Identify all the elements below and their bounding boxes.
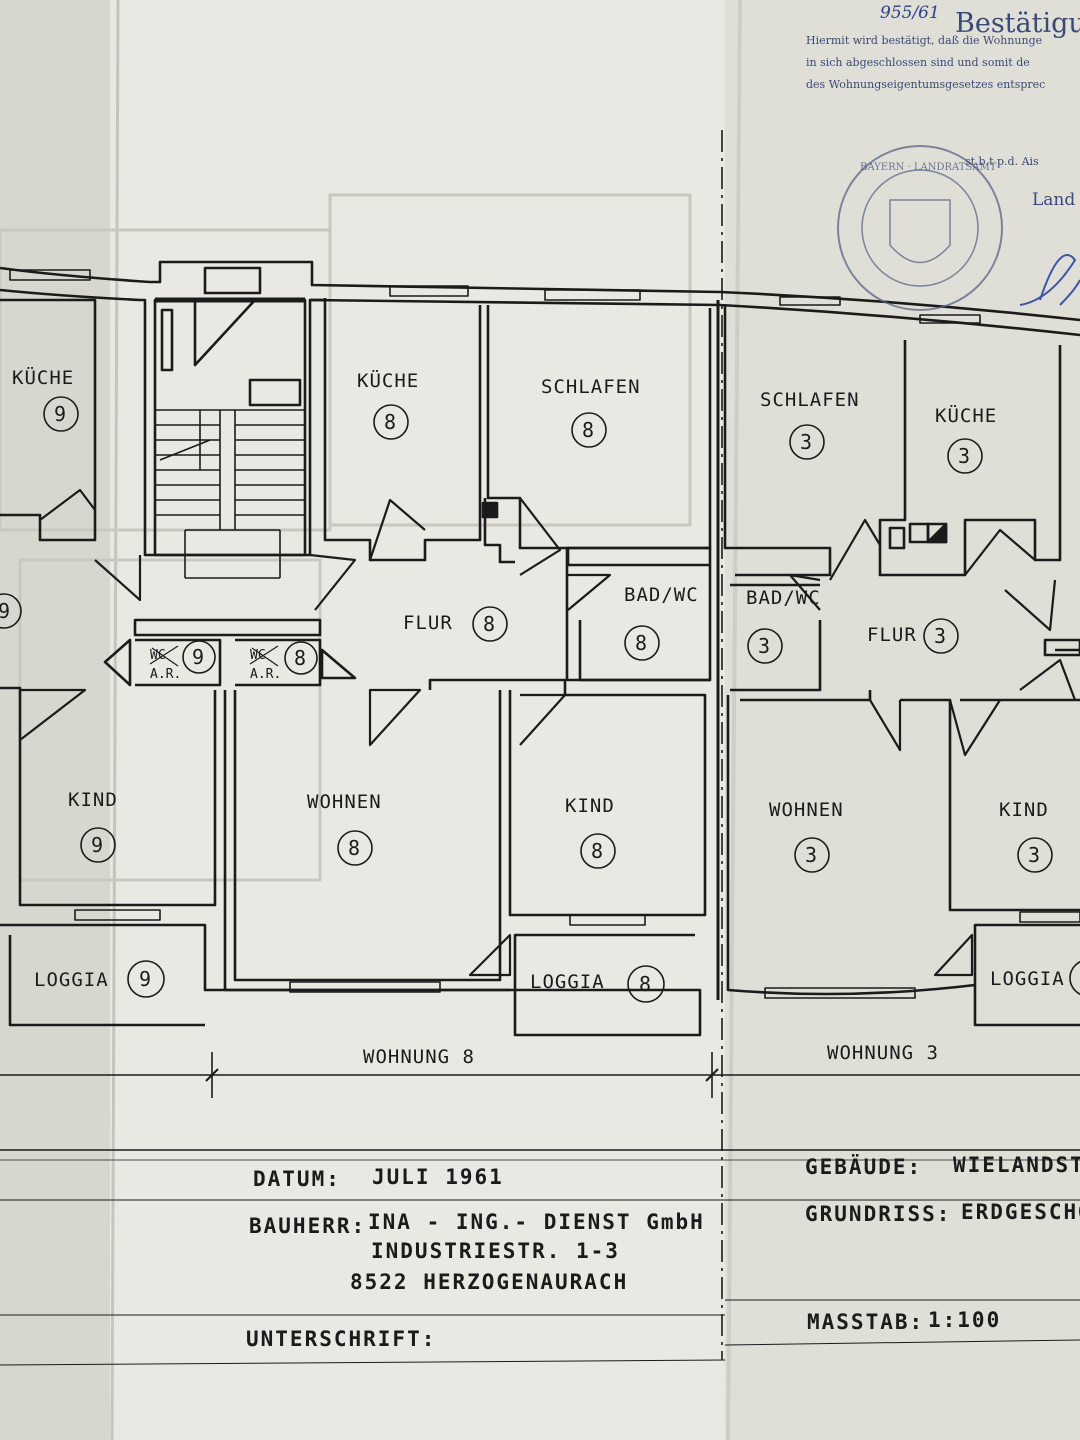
stamp-line: Hiermit wird bestätigt, daß die Wohnunge: [806, 34, 1042, 47]
strike-mark: [249, 645, 279, 667]
title-block: DATUM: JULI 1961 BAUHERR: INA - ING.- DI…: [246, 1153, 1080, 1351]
room-label: LOGGIA: [34, 969, 109, 991]
unit-number: 3: [958, 444, 970, 468]
paper-panel-left: [0, 0, 120, 1440]
unit-number: 3: [934, 624, 946, 648]
signature: [1019, 254, 1080, 306]
gebaeude-label: GEBÄUDE:: [805, 1154, 922, 1179]
unit-number: 8: [639, 972, 651, 996]
confirmation-stamp: 955/61 Bestätigu Hiermit wird bestätigt,…: [806, 3, 1080, 311]
bauherr-label: BAUHERR:: [249, 1214, 366, 1238]
room-label: KÜCHE: [12, 366, 74, 389]
unit-circle: [284, 641, 318, 675]
bauherr-line3: 8522 HERZOGENAURACH: [350, 1270, 628, 1294]
official-seal-inner: [861, 169, 979, 287]
strike-mark: [149, 645, 179, 667]
datum-value: JULI 1961: [372, 1165, 504, 1189]
room-label: LOGGIA: [530, 971, 605, 993]
unit-number: 9: [139, 967, 151, 991]
apartment-label: WOHNUNG 8: [363, 1046, 475, 1068]
coat-of-arms-icon: [889, 199, 951, 264]
unit-circle: [624, 625, 660, 661]
room-label: KIND: [68, 789, 118, 811]
unit-circle: [794, 837, 830, 873]
room-labels: KÜCHE 9 KÜCHE 8 SCHLAFEN 8 SCHLAFEN 3 KÜ…: [0, 366, 1080, 1003]
massstab-value: 1:100: [928, 1308, 1001, 1332]
massstab-label: MASSTAB:: [807, 1310, 924, 1334]
ghost-print: [0, 193, 692, 882]
room-label: BAD/WC: [624, 584, 699, 606]
unit-number: 9: [0, 599, 10, 623]
unit-circle: [571, 412, 607, 448]
room-label: SCHLAFEN: [760, 389, 860, 411]
room-sublabel: A.R.: [150, 667, 181, 682]
room-label: WC: [250, 648, 266, 663]
unit-circle: [627, 965, 665, 1003]
unit-circle: [0, 593, 22, 629]
unit-number: 8: [635, 631, 647, 655]
unit-circle: [1069, 960, 1080, 996]
room-label: KÜCHE: [357, 369, 419, 392]
unit-circle: [182, 640, 216, 674]
unit-circle: [80, 827, 116, 863]
unit-number: 8: [348, 836, 360, 860]
dimension-lines: [0, 130, 1080, 1366]
unit-number: 9: [91, 833, 103, 857]
room-label: LOGGIA: [990, 968, 1065, 990]
room-label: KIND: [565, 795, 615, 817]
datum-label: DATUM:: [253, 1167, 341, 1191]
unit-number: 8: [582, 418, 594, 442]
room-label: SCHLAFEN: [541, 376, 641, 398]
unit-number: 9: [192, 645, 204, 669]
room-sublabel: A.R.: [250, 667, 281, 682]
stamp-line: st.b.t p.d. Ais: [965, 155, 1039, 168]
file-number: 955/61: [880, 3, 940, 23]
grundriss-value: ERDGESCHO: [961, 1200, 1080, 1224]
unit-circle: [947, 438, 983, 474]
unit-number: 3: [800, 430, 812, 454]
unit-circle: [472, 606, 508, 642]
unit-circle: [580, 833, 616, 869]
apartment-label: WOHNUNG 3: [827, 1042, 939, 1064]
unit-number: 8: [483, 612, 495, 636]
official-seal: [837, 145, 1003, 311]
unit-number: 8: [591, 839, 603, 863]
unit-number: 8: [384, 410, 396, 434]
unit-number: 3: [1028, 843, 1040, 867]
stamp-line: in sich abgeschlossen sind und somit de: [806, 56, 1030, 69]
room-label: FLUR: [403, 612, 453, 634]
room-label: FLUR: [867, 624, 917, 646]
unterschrift-label: UNTERSCHRIFT:: [246, 1327, 436, 1351]
plan-walls: [0, 260, 1080, 1037]
room-label: WOHNEN: [307, 791, 382, 813]
unit-circle: [747, 628, 783, 664]
room-label: WC: [150, 648, 166, 663]
unit-number: 3: [758, 634, 770, 658]
unit-circle: [127, 960, 165, 998]
unit-circle: [43, 396, 79, 432]
unit-circle: [373, 404, 409, 440]
stamp-line: des Wohnungseigentumsgesetzes entsprec: [806, 78, 1045, 91]
bauherr-line1: INA - ING.- DIENST GmbH: [368, 1210, 705, 1234]
unit-number: 3: [805, 843, 817, 867]
gebaeude-value: WIELANDST: [953, 1153, 1080, 1177]
stamp-line: Land: [1032, 190, 1075, 210]
unit-number: 8: [294, 646, 306, 670]
unit-circle: [1017, 837, 1053, 873]
unit-circle: [337, 830, 373, 866]
unit-circle: [789, 424, 825, 460]
unit-number: 9: [54, 402, 66, 426]
unit-circle: [923, 618, 959, 654]
room-label: WOHNEN: [769, 799, 844, 821]
room-label: BAD/WC: [746, 587, 821, 609]
room-label: KIND: [999, 799, 1049, 821]
seal-text: BAYERN · LANDRATSAMT: [860, 162, 997, 173]
room-label: KÜCHE: [935, 404, 997, 427]
grundriss-label: GRUNDRISS:: [805, 1202, 951, 1226]
stamp-heading: Bestätigu: [955, 8, 1080, 39]
bauherr-line2: INDUSTRIESTR. 1-3: [371, 1239, 620, 1263]
